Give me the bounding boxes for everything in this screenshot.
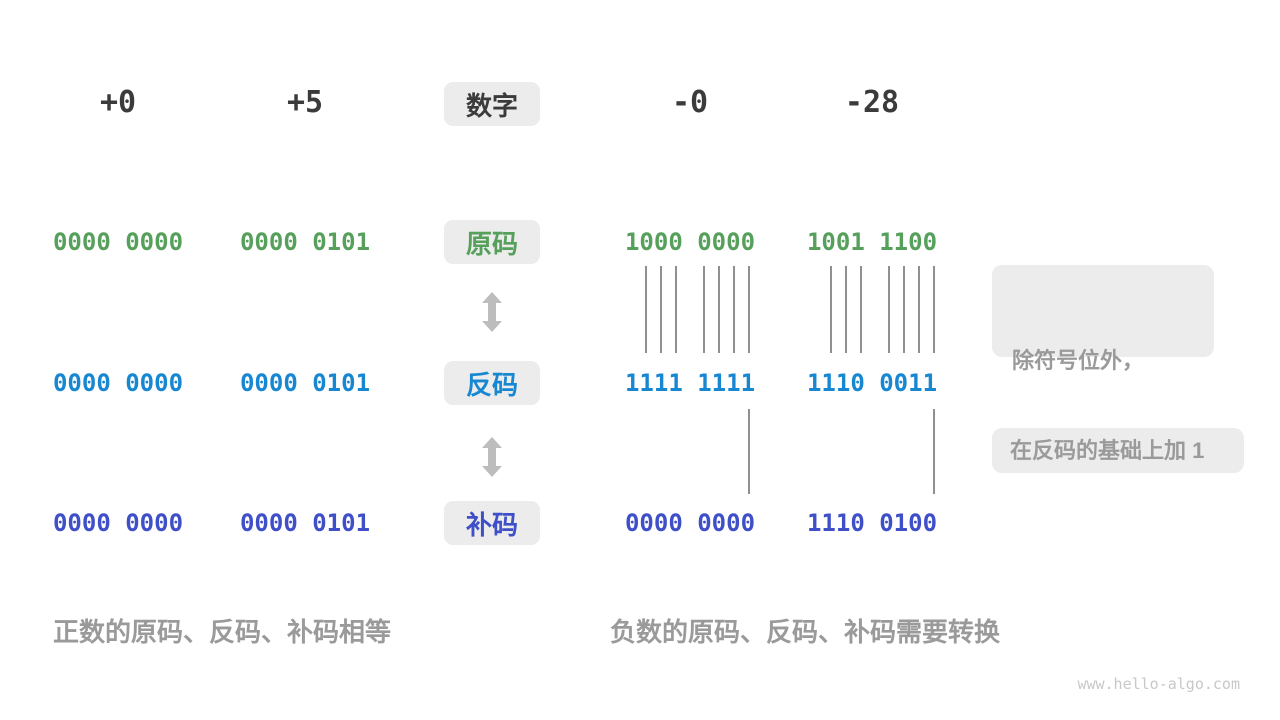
binary-ones-complement-plus5: 0000 0101 — [239, 369, 371, 397]
tag-twos-complement: 补码 — [444, 501, 540, 545]
bit-flip-line — [845, 266, 847, 353]
add-one-line — [748, 409, 750, 494]
column-header-minus-0: -0 — [671, 85, 709, 120]
binary-twos-complement-minus28: 1110 0100 — [806, 509, 938, 537]
bit-flip-line — [860, 266, 862, 353]
column-header-plus-5: +5 — [286, 85, 324, 120]
binary-twos-complement-plus0: 0000 0000 — [52, 509, 184, 537]
bit-flip-line — [733, 266, 735, 353]
tag-ones-complement: 反码 — [444, 361, 540, 405]
up-down-arrow-icon — [481, 292, 503, 332]
caption-negative-numbers: 负数的原码、反码、补码需要转换 — [610, 617, 1001, 647]
binary-ones-complement-plus0: 0000 0000 — [52, 369, 184, 397]
add-one-line — [933, 409, 935, 494]
bit-flip-line — [903, 266, 905, 353]
bit-flip-line — [675, 266, 677, 353]
bit-flip-line — [918, 266, 920, 353]
tag-number: 数字 — [444, 82, 540, 126]
binary-ones-complement-minus0: 1111 1111 — [624, 369, 756, 397]
bit-flip-line — [645, 266, 647, 353]
binary-sign-magnitude-plus5: 0000 0101 — [239, 228, 371, 256]
caption-positive-numbers: 正数的原码、反码、补码相等 — [53, 617, 392, 647]
up-down-arrow-icon — [481, 437, 503, 477]
bit-flip-line — [718, 266, 720, 353]
binary-ones-complement-minus28: 1110 0011 — [806, 369, 938, 397]
column-header-minus-28: -28 — [844, 85, 900, 120]
binary-twos-complement-minus0: 0000 0000 — [624, 509, 756, 537]
bit-flip-line — [660, 266, 662, 353]
tag-sign-magnitude: 原码 — [444, 220, 540, 264]
bit-flip-line — [830, 266, 832, 353]
binary-sign-magnitude-minus28: 1001 1100 — [806, 228, 938, 256]
column-header-plus-0: +0 — [99, 85, 137, 120]
binary-sign-magnitude-minus0: 1000 0000 — [624, 228, 756, 256]
note-add-one: 在反码的基础上加 1 — [992, 428, 1244, 473]
bit-flip-line — [933, 266, 935, 353]
bit-flip-line — [888, 266, 890, 353]
watermark: www.hello-algo.com — [1077, 675, 1240, 693]
note-flip-bits-line1: 除符号位外， — [1012, 348, 1145, 373]
bit-flip-line — [703, 266, 705, 353]
note-flip-bits: 除符号位外， 对其余所有位取反 — [992, 265, 1214, 472]
binary-twos-complement-plus5: 0000 0101 — [239, 509, 371, 537]
bit-flip-line — [748, 266, 750, 353]
binary-sign-magnitude-plus0: 0000 0000 — [52, 228, 184, 256]
